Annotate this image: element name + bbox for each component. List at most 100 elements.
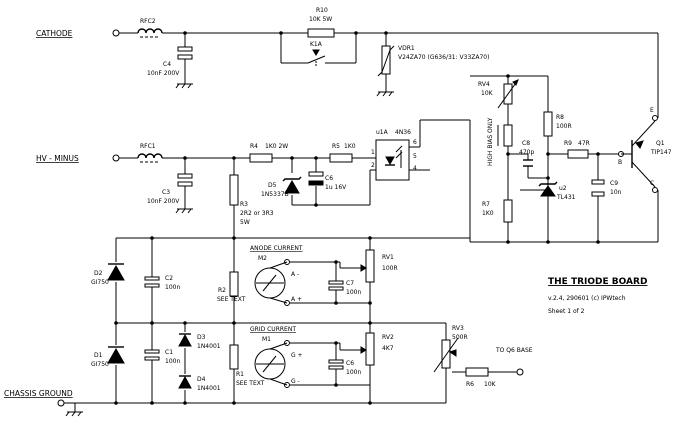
rfc2-inductor bbox=[137, 28, 163, 38]
r1-resistor bbox=[229, 344, 239, 370]
cathode-terminal bbox=[112, 29, 120, 37]
q1-collector-terminal bbox=[652, 187, 658, 193]
r10-name-label: R10 bbox=[316, 7, 328, 14]
c8-capacitor bbox=[523, 159, 533, 167]
d4-value-label: 1N4001 bbox=[197, 385, 221, 392]
r4-resistor bbox=[249, 153, 273, 163]
r2-resistor bbox=[229, 271, 239, 297]
c6-name-label: C6 bbox=[346, 360, 354, 367]
r5-resistor bbox=[329, 153, 353, 163]
pin1-label: 1 bbox=[371, 149, 375, 156]
c3-value-label: 10nF 200V bbox=[147, 198, 180, 205]
r3-value1-label: 2R2 or 3R3 bbox=[240, 210, 274, 217]
vdr1-name-label: VDR1 bbox=[398, 45, 415, 52]
d1-value-label: GI750 bbox=[91, 361, 109, 368]
pin-c-label: C bbox=[650, 180, 654, 187]
c8-value-label: 470p bbox=[519, 149, 534, 156]
g-plus-label: G + bbox=[291, 352, 303, 359]
d3-diode bbox=[178, 333, 192, 347]
r8-name-label: R8 bbox=[556, 114, 564, 121]
c4-ground-symbol bbox=[175, 83, 193, 89]
d2-diode bbox=[107, 263, 125, 281]
r7-name-label: R7 bbox=[482, 201, 490, 208]
r9-value-label: 47R bbox=[578, 140, 590, 147]
hv-minus-label: HV - MINUS bbox=[36, 154, 79, 163]
c4-value-label: 10nF 200V bbox=[147, 70, 180, 77]
high-bias-resistor bbox=[503, 124, 513, 147]
rv1-potentiometer bbox=[360, 249, 375, 283]
grid-current-label: GRID CURRENT bbox=[250, 326, 296, 333]
a-plus-label: A + bbox=[291, 296, 302, 303]
r1-value-label: SEE TEXT bbox=[236, 380, 265, 387]
vdr1-ground-symbol bbox=[376, 91, 394, 97]
u2-name-label: u2 bbox=[559, 185, 567, 192]
m1-meter bbox=[254, 342, 288, 386]
d3-name-label: D3 bbox=[197, 334, 206, 341]
rv3-value-label: 500R bbox=[452, 334, 468, 341]
c3-ground-symbol bbox=[175, 208, 193, 214]
c1-capacitor bbox=[144, 349, 160, 361]
r4-label: R4 bbox=[250, 143, 258, 150]
rv1-value-label: 100R bbox=[382, 265, 398, 272]
c6-capacitor bbox=[328, 359, 344, 370]
chassis-ground-symbol bbox=[65, 403, 83, 417]
c1-name-label: C1 bbox=[165, 349, 173, 356]
high-bias-only-label: HIGH BIAS ONLY bbox=[487, 117, 494, 166]
c6-top-capacitor bbox=[308, 171, 324, 186]
hv-minus-terminal bbox=[112, 154, 120, 162]
to-q6-base-label: TO Q6 BASE bbox=[495, 347, 533, 354]
anode-current-label: ANODE CURRENT bbox=[250, 245, 303, 252]
g-minus-label: G - bbox=[291, 378, 300, 385]
junction-dots bbox=[114, 31, 600, 405]
r5-value-label: 1K0 bbox=[344, 143, 356, 150]
r6-resistor bbox=[465, 367, 489, 377]
r7-value-label: 1K0 bbox=[482, 210, 494, 217]
rfc1-inductor bbox=[137, 153, 163, 163]
r8-resistor bbox=[543, 111, 553, 137]
d5-name-label: D5 bbox=[268, 182, 277, 189]
d1-name-label: D1 bbox=[94, 352, 103, 359]
rv4-value-label: 10K bbox=[481, 90, 494, 97]
c2-name-label: C2 bbox=[165, 275, 173, 282]
m2-label: M2 bbox=[258, 255, 267, 262]
r10-resistor bbox=[307, 28, 335, 38]
cathode-label: CATHODE bbox=[36, 29, 73, 38]
r2-value-label: SEE TEXT bbox=[217, 296, 246, 303]
rv4-name-label: RV4 bbox=[478, 81, 490, 88]
c6-value-label: 100n bbox=[346, 369, 361, 376]
d3-value-label: 1N4001 bbox=[197, 343, 221, 350]
c6-top-name-label: C6 bbox=[325, 175, 333, 182]
pin4-label: 4 bbox=[413, 165, 417, 172]
r7-resistor bbox=[503, 199, 513, 223]
c2-capacitor bbox=[144, 276, 160, 288]
a-minus-label: A - bbox=[291, 271, 299, 278]
pin5-label: 5 bbox=[413, 153, 417, 160]
r6-value-label: 10K bbox=[484, 381, 497, 388]
r4-value-label: 1K0 2W bbox=[265, 143, 288, 150]
c6-top-value-label: 1u 16V bbox=[325, 184, 347, 191]
c3-capacitor bbox=[177, 173, 193, 187]
c7-capacitor bbox=[328, 280, 344, 291]
pin6-label: 6 bbox=[413, 139, 417, 146]
rfc1-label: RFC1 bbox=[140, 143, 156, 150]
r5-label: R5 bbox=[332, 143, 340, 150]
q1-value-label: TIP147 bbox=[650, 149, 672, 156]
k1a-label: K1A bbox=[310, 41, 323, 48]
r10-value-label: 10K 5W bbox=[309, 16, 332, 23]
c7-value-label: 100n bbox=[346, 289, 361, 296]
d4-diode bbox=[178, 375, 192, 389]
schematic-title: THE TRIODE BOARD bbox=[548, 277, 647, 287]
d1-diode bbox=[107, 346, 125, 364]
c4-capacitor bbox=[177, 46, 193, 60]
d2-name-label: D2 bbox=[94, 270, 103, 277]
c1-value-label: 100n bbox=[165, 358, 180, 365]
r9-resistor bbox=[567, 149, 589, 159]
rv2-value-label: 4K7 bbox=[382, 345, 394, 352]
u1a-optocoupler bbox=[375, 139, 410, 181]
r2-name-label: R2 bbox=[218, 287, 226, 294]
c9-name-label: C9 bbox=[610, 180, 618, 187]
to-q6-base-terminal bbox=[516, 368, 524, 376]
r8-value-label: 100R bbox=[556, 123, 572, 130]
rv1-name-label: RV1 bbox=[382, 254, 394, 261]
